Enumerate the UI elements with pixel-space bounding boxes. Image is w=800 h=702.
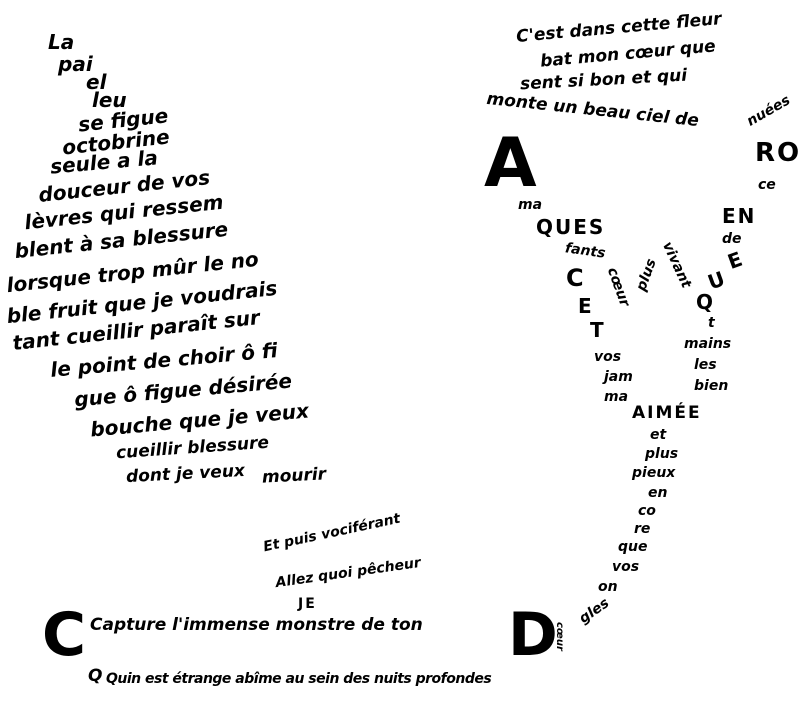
bracket-letter: Q — [88, 666, 103, 686]
stem-word: co — [638, 503, 656, 519]
flower-word: les — [694, 357, 717, 373]
stem-word: pieux — [632, 465, 676, 481]
stem-word: et — [650, 427, 667, 443]
pear-line: cueillir blessure — [115, 432, 270, 464]
flower-letter: Q — [696, 290, 716, 314]
mouth-line: Allez quoi pêcheur — [274, 554, 422, 592]
flower-letter: A — [484, 124, 537, 203]
stem-word: re — [634, 521, 651, 537]
mouth-line: Et puis vociférant — [261, 510, 402, 556]
flower-letter: E — [724, 246, 748, 274]
flower-letter: EN — [722, 204, 757, 228]
stem-word: vos — [612, 559, 640, 575]
flower-word: plus — [633, 256, 660, 294]
mouth-line: JE — [298, 596, 317, 612]
flower-word: mains — [684, 336, 732, 352]
flower-line: bat mon cœur que — [539, 36, 717, 72]
bracket-word: cœur — [554, 622, 565, 651]
flower-word: fants — [564, 240, 607, 262]
flower-line: sent si bon et qui — [519, 65, 688, 95]
pear-line: el — [86, 70, 107, 94]
bracket-letter: C — [42, 600, 87, 670]
flower-word: ce — [758, 177, 776, 193]
flower-word: ma — [518, 197, 543, 213]
stem-word: plus — [645, 446, 679, 462]
stem-word: gles — [576, 595, 613, 627]
pear-line: pai — [58, 52, 93, 76]
flower-letter: t — [708, 315, 715, 331]
flower-word: ma — [604, 389, 629, 405]
flower-letter: T — [590, 318, 606, 342]
pear-line: La — [48, 30, 75, 54]
pear-line: mourir — [261, 464, 327, 488]
flower-letter: RO — [755, 138, 800, 168]
flower-word: vos — [594, 349, 622, 365]
bracket-letter: D — [508, 600, 558, 670]
flower-word: de — [722, 231, 742, 247]
flower-word: jam — [604, 369, 633, 385]
flower-line: nuées — [744, 92, 794, 130]
flower-word: cœur — [603, 265, 633, 309]
flower-word: AIMÉE — [632, 403, 702, 423]
pear-line: leu — [92, 88, 127, 112]
flower-letter: E — [578, 294, 594, 318]
stem-word: en — [648, 485, 668, 501]
pear-line: dont je veux — [125, 460, 246, 488]
flower-letter: QUES — [536, 215, 606, 239]
flower-word: bien — [694, 378, 729, 394]
mouth-line: Quin est étrange abîme au sein des nuits… — [106, 671, 492, 687]
stem-word: que — [618, 539, 648, 555]
mouth-line: Capture l'immense monstre de ton — [90, 615, 423, 635]
flower-word: vivant — [658, 239, 695, 291]
flower-letter: C — [566, 264, 586, 292]
stem-word: on — [598, 579, 618, 595]
flower-letter: U — [704, 265, 730, 295]
